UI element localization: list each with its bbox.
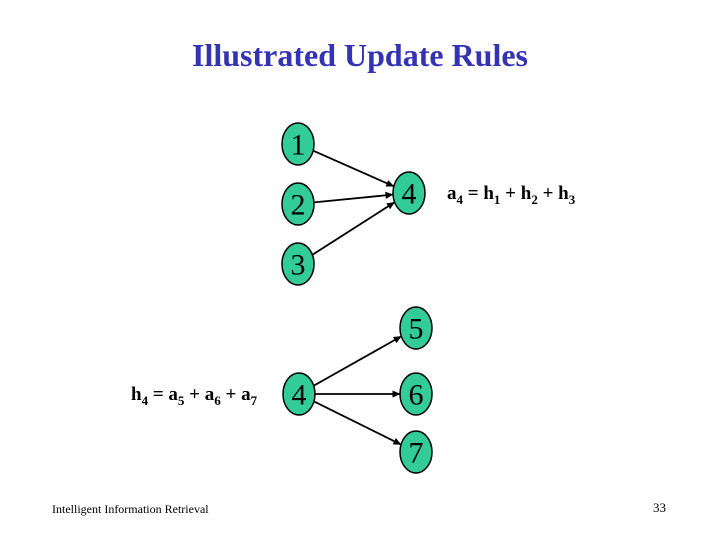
graph-node-n5: [399, 306, 433, 350]
graph-edge-n3-n4_top: [311, 201, 395, 256]
graph-node-label-n2: 2: [291, 189, 306, 222]
graph-edge-n4_bottom-n7: [313, 400, 402, 446]
node-layer: 1 2 3 4 4 5 6 7: [281, 122, 433, 474]
graph-node-label-n5: 5: [409, 313, 424, 346]
graph-edge-n2-n4_top: [313, 191, 394, 204]
graph-node-label-n1: 1: [291, 129, 306, 162]
graph-node-label-n7: 7: [409, 437, 424, 470]
graph-node-n4_bottom: [282, 372, 316, 416]
formula-a4-update: a4 = h1 + h2 + h3: [447, 183, 576, 207]
graph-node-n4_top: [392, 171, 426, 215]
graph-node-n3: [281, 242, 315, 286]
graph-node-label-n4_top: 4: [402, 178, 417, 211]
formula-h4-update: h4 = a5 + a6 + a7: [131, 384, 258, 408]
graph-node-n2: [281, 182, 315, 226]
graph-edge-n4_bottom-n5: [313, 335, 402, 387]
graph-node-n7: [399, 430, 433, 474]
slide-title: Illustrated Update Rules: [191, 37, 528, 73]
slide-number: 33: [653, 500, 666, 515]
graph-node-label-n3: 3: [291, 249, 306, 282]
graph-node-label-n4_bottom: 4: [292, 379, 307, 412]
graph-node-n1: [281, 122, 315, 166]
footer-text: Intelligent Information Retrieval: [52, 502, 209, 516]
edge-layer: [311, 149, 402, 446]
graph-node-label-n6: 6: [409, 379, 424, 412]
graph-edge-n1-n4_top: [312, 149, 395, 188]
graph-node-n6: [399, 372, 433, 416]
